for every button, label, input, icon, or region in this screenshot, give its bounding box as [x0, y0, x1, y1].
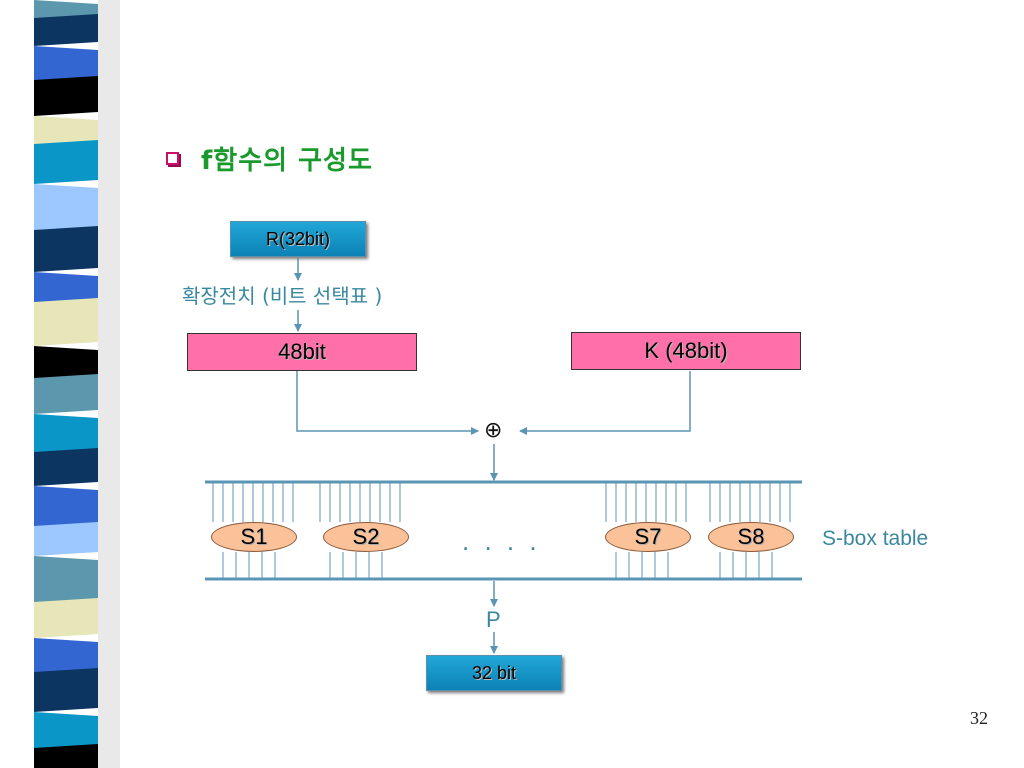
- stripe-segment: [34, 14, 98, 46]
- stripe-segment: [34, 184, 98, 234]
- stripe-segment: [34, 226, 98, 272]
- sbox-table-label: S-box table: [822, 527, 929, 550]
- xor-symbol: ⊕: [484, 418, 503, 443]
- sbox-s2: S2: [323, 522, 409, 552]
- input-box: R(32bit): [230, 221, 366, 257]
- page-number: 32: [970, 708, 988, 728]
- slide-title-row: f함수의 구성도: [166, 140, 373, 176]
- stripe-segment: [34, 744, 98, 768]
- stripe-shadow: [98, 0, 120, 768]
- slide-title: f함수의 구성도: [201, 145, 373, 176]
- stripe-segment: [34, 448, 98, 486]
- stripe-segment: [34, 414, 98, 456]
- arrow-key-to-xor: [519, 371, 691, 435]
- sbox-s1: S1: [211, 522, 297, 552]
- stripe-segment: [34, 346, 98, 382]
- output-box: 32 bit: [426, 655, 562, 691]
- expansion-label: 확장전치 (비트 선택표 ): [182, 284, 383, 308]
- stripe-segment: [34, 116, 98, 148]
- stripe-segment: [34, 556, 98, 606]
- stripe-segment: [34, 272, 98, 306]
- stripe-segment: [34, 638, 98, 676]
- arrow-48bit-to-xor: [296, 371, 479, 435]
- sbox-s8: S8: [708, 522, 794, 552]
- key-48bit-box: K (48bit): [571, 332, 801, 370]
- sbox-ellipsis: . . . .: [462, 526, 541, 556]
- stripe-segment: [34, 668, 98, 712]
- stripe-segment: [34, 140, 98, 184]
- permutation-label: P: [486, 607, 501, 632]
- decorative-stripe: [34, 0, 120, 768]
- stripe-segment: [34, 46, 98, 84]
- hollow-square-bullet-icon: [166, 151, 179, 165]
- stripe-segment: [34, 76, 98, 116]
- stripe-segment: [34, 374, 98, 414]
- stripe-segment: [34, 298, 98, 346]
- stripe-segment: [34, 486, 98, 530]
- stripe-segment: [34, 598, 98, 638]
- stripe-segment: [34, 522, 98, 556]
- expanded-48bit-box: 48bit: [187, 333, 417, 371]
- sbox-s7: S7: [605, 522, 691, 552]
- stripe-segment: [34, 712, 98, 752]
